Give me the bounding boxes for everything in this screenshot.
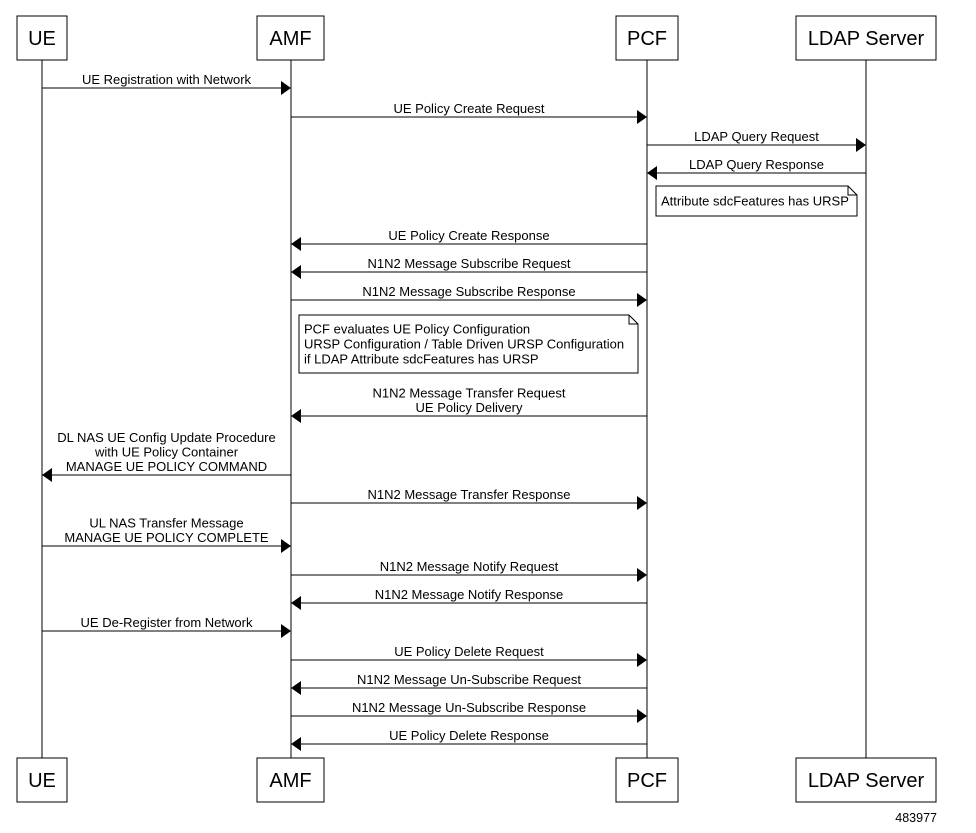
arrowhead xyxy=(856,138,866,152)
note-box xyxy=(655,185,858,217)
note-box xyxy=(298,314,639,374)
participant-label: PCF xyxy=(627,28,667,50)
message-label: UE Policy Create Response xyxy=(388,228,549,243)
arrowhead xyxy=(637,709,647,723)
note-fold xyxy=(628,315,638,325)
message-label: N1N2 Message Notify Response xyxy=(375,587,564,602)
participant-ldap-top: LDAP Server xyxy=(795,15,937,61)
participant-ue-bottom: UE xyxy=(16,757,68,803)
message-4: LDAP Query Response xyxy=(647,157,866,180)
notes: Attribute sdcFeatures has URSP PCF evalua… xyxy=(298,185,858,374)
message-label: N1N2 Message Subscribe Request xyxy=(367,256,570,271)
message-label: UE De-Register from Network xyxy=(81,615,253,630)
participant-pcf-bottom: PCF xyxy=(615,757,679,803)
arrowhead xyxy=(637,568,647,582)
participant-box xyxy=(615,757,679,803)
note-text: if LDAP Attribute sdcFeatures has URSP xyxy=(304,352,539,367)
message-label: N1N2 Message Notify Request xyxy=(380,559,559,574)
message-10: N1N2 Message Transfer Response xyxy=(291,487,647,510)
participant-label: AMF xyxy=(269,770,311,792)
message-13: N1N2 Message Notify Response xyxy=(291,587,647,610)
arrowhead xyxy=(281,624,291,638)
participant-label: UE xyxy=(28,770,56,792)
participant-pcf-top: PCF xyxy=(615,15,679,61)
message-12: N1N2 Message Notify Request xyxy=(291,559,647,582)
message-label: N1N2 Message Subscribe Response xyxy=(362,284,575,299)
message-label: MANAGE UE POLICY COMMAND xyxy=(66,459,267,474)
participant-box xyxy=(256,15,325,61)
message-label: LDAP Query Response xyxy=(689,157,824,172)
arrowhead xyxy=(637,496,647,510)
note-fold xyxy=(847,186,857,196)
note-text: Attribute sdcFeatures has URSP xyxy=(661,194,849,209)
message-label: N1N2 Message Transfer Request xyxy=(373,386,566,401)
message-1: UE Registration with Network xyxy=(42,72,291,95)
participant-ue-top: UE xyxy=(16,15,68,61)
participant-label: UE xyxy=(28,28,56,50)
participant-box xyxy=(16,757,68,803)
arrowhead xyxy=(291,737,301,751)
arrowhead xyxy=(291,681,301,695)
participant-label: AMF xyxy=(269,28,311,50)
message-14: UE De-Register from Network xyxy=(42,615,291,638)
message-label: UE Registration with Network xyxy=(82,72,252,87)
message-label: UE Policy Delete Request xyxy=(394,644,544,659)
arrowhead xyxy=(637,110,647,124)
note-1: Attribute sdcFeatures has URSP xyxy=(655,185,858,217)
arrowhead xyxy=(291,237,301,251)
arrowhead xyxy=(647,166,657,180)
message-label: LDAP Query Request xyxy=(694,129,819,144)
participant-box xyxy=(795,15,937,61)
participant-label: LDAP Server xyxy=(808,770,925,792)
message-16: N1N2 Message Un-Subscribe Request xyxy=(291,672,647,695)
message-label: N1N2 Message Un-Subscribe Response xyxy=(352,700,586,715)
messages: UE Registration with Network UE Policy Cr… xyxy=(42,72,866,751)
arrowhead xyxy=(281,81,291,95)
message-label: UE Policy Create Request xyxy=(393,101,544,116)
message-5: UE Policy Create Response xyxy=(291,228,647,251)
participant-box xyxy=(795,757,937,803)
message-18: UE Policy Delete Response xyxy=(291,728,647,751)
arrowhead xyxy=(291,409,301,423)
participant-box xyxy=(256,757,325,803)
figure-id: 483977 xyxy=(895,811,937,825)
message-label: N1N2 Message Transfer Response xyxy=(367,487,570,502)
participant-box xyxy=(16,15,68,61)
note-text: PCF evaluates UE Policy Configuration xyxy=(304,322,530,337)
message-6: N1N2 Message Subscribe Request xyxy=(291,256,647,279)
message-7: N1N2 Message Subscribe Response xyxy=(291,284,647,307)
participant-box xyxy=(615,15,679,61)
message-label: UE Policy Delete Response xyxy=(389,728,549,743)
lifelines xyxy=(41,60,867,758)
message-2: UE Policy Create Request xyxy=(291,101,647,124)
arrowhead xyxy=(291,596,301,610)
arrowhead xyxy=(637,293,647,307)
note-2: PCF evaluates UE Policy ConfigurationURS… xyxy=(298,314,639,374)
message-label: UL NAS Transfer Message xyxy=(89,516,243,531)
message-label: UE Policy Delivery xyxy=(416,400,523,415)
arrowhead xyxy=(291,265,301,279)
participant-label: LDAP Server xyxy=(808,28,925,50)
message-17: N1N2 Message Un-Subscribe Response xyxy=(291,700,647,723)
message-label: N1N2 Message Un-Subscribe Request xyxy=(357,672,581,687)
participant-label: PCF xyxy=(627,770,667,792)
participant-amf-bottom: AMF xyxy=(256,757,325,803)
message-label: with UE Policy Container xyxy=(94,445,239,460)
arrowhead xyxy=(637,653,647,667)
message-3: LDAP Query Request xyxy=(647,129,866,152)
participant-amf-top: AMF xyxy=(256,15,325,61)
participant-ldap-bottom: LDAP Server xyxy=(795,757,937,803)
arrowhead xyxy=(42,468,52,482)
note-text: URSP Configuration / Table Driven URSP C… xyxy=(304,337,624,352)
message-15: UE Policy Delete Request xyxy=(291,644,647,667)
message-label: DL NAS UE Config Update Procedure xyxy=(57,430,275,445)
arrowhead xyxy=(281,539,291,553)
message-label: MANAGE UE POLICY COMPLETE xyxy=(64,530,269,545)
